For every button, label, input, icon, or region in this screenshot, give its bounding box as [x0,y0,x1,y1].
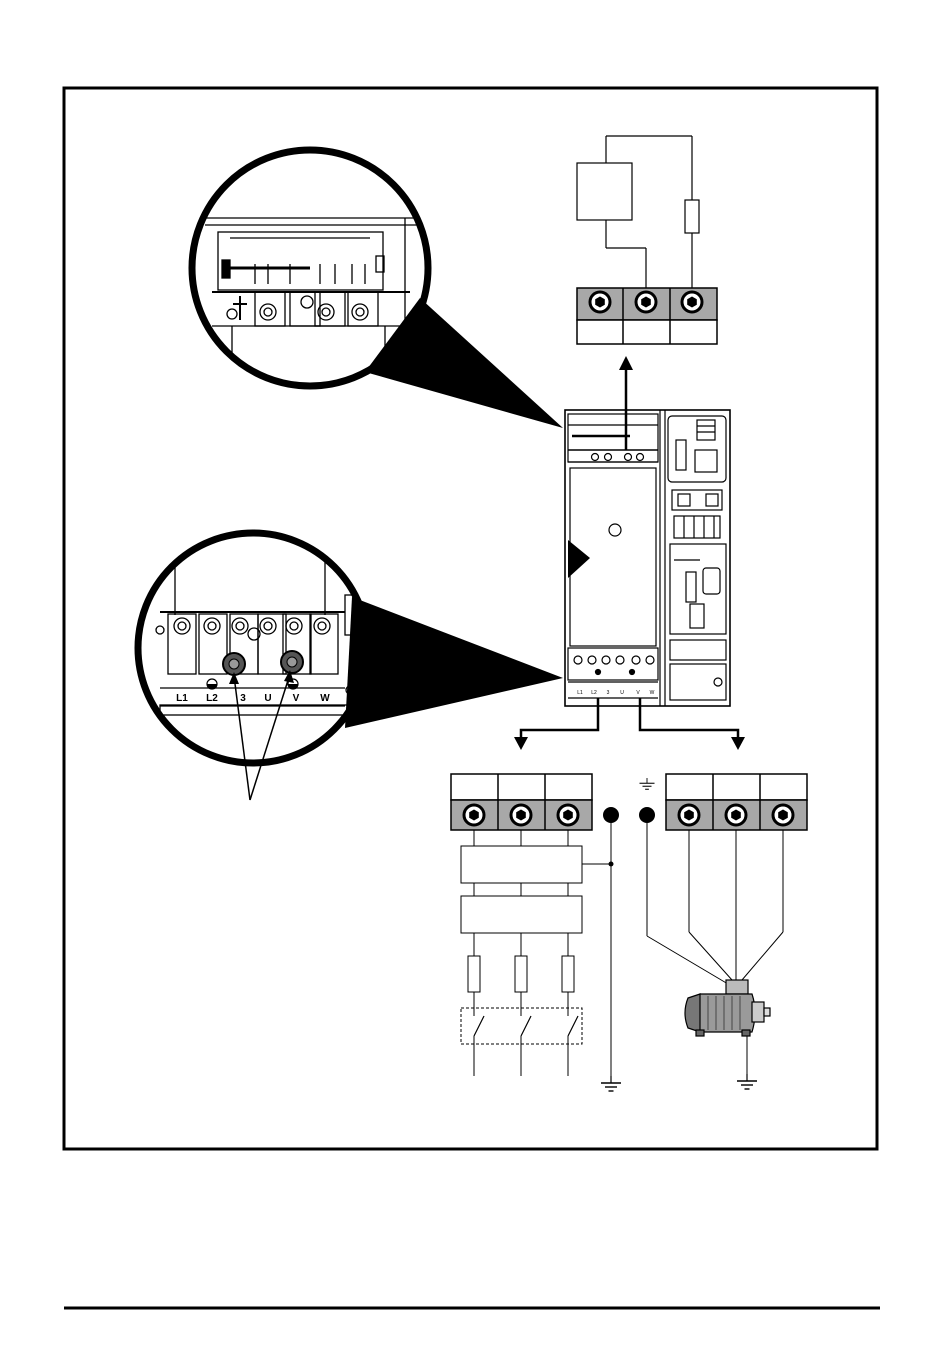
drive-label-w: W [650,690,655,696]
terminal-nut-icon [636,292,656,312]
drive-label-v: V [636,690,640,696]
motor-icon [685,980,770,1036]
terminal-nut-icon [726,805,746,825]
zoom-label-l2: L2 [206,693,218,704]
terminal-nut-icon [511,805,531,825]
terminal-nut-icon [679,805,699,825]
top-terminal-block [577,288,717,344]
zoom-label-l1: L1 [176,693,188,704]
drive-label-u: U [620,690,624,696]
resistor-icon [685,200,699,233]
zoom-label-3: 3 [240,693,246,704]
fuse-icon [468,956,480,992]
ground-icon [601,1076,621,1091]
arrow-icon [619,356,633,370]
arrow-icon [514,737,528,750]
zoom-label-v: V [293,693,300,704]
zoom-label-u: U [264,693,271,704]
zoom-circle-bottom: L1 L2 3 U V W [138,533,370,800]
callout-wedge-top [365,298,563,428]
terminal-nut-icon [682,292,702,312]
arrow-down-right [640,698,738,740]
callout-wedge-mid [568,540,590,578]
callout-wedge-bottom [345,597,563,728]
ground-icon [640,778,655,789]
fuse-icon [562,956,574,992]
braking-circuit [577,136,699,288]
terminal-nut-icon [558,805,578,825]
ground-junction-dot [609,862,614,867]
ground-icon [737,1074,757,1089]
drive-label-l2: L2 [591,690,597,696]
arrow-icon [731,737,745,750]
ground-terminal-left [603,807,619,823]
arrow-down-left [521,698,598,740]
terminal-nut-icon [773,805,793,825]
drive-label-3: 3 [607,690,610,696]
motor-wiring [647,815,783,1074]
zoom-label-w: W [320,693,330,704]
fuse-icon [515,956,527,992]
supply-wiring [461,815,611,1076]
terminal-nut-icon [590,292,610,312]
motor-terminal-block [666,774,807,830]
supply-terminal-block [451,774,592,830]
drive-label-l1: L1 [577,690,583,696]
terminal-nut-icon [464,805,484,825]
